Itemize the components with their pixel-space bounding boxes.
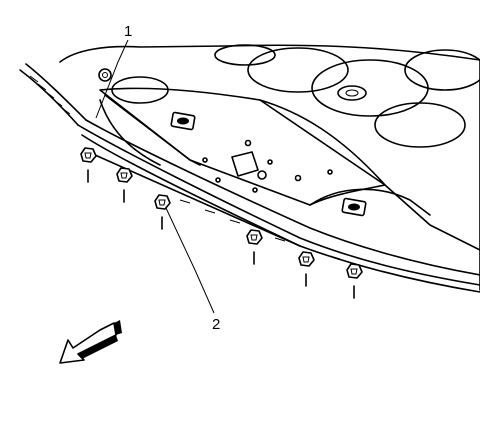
retainer-clip (298, 251, 315, 287)
front-arrow-icon (59, 320, 122, 364)
center-panel (99, 87, 386, 206)
callout-1: 1 (124, 23, 132, 40)
push-in-retainers (80, 147, 363, 299)
rear-panel-edge (19, 63, 480, 293)
callout-1-leader (95, 39, 129, 119)
slotted-tab-left (170, 111, 196, 131)
retainer-clip (246, 229, 263, 265)
retainer-clip (346, 263, 363, 299)
tire-well-rings (111, 44, 480, 148)
callout-2-leader (165, 207, 215, 314)
retainer-clip (80, 147, 97, 183)
retainer-clip (116, 167, 133, 203)
floor-crossmember (309, 188, 431, 216)
panel-top-edge (59, 44, 480, 63)
callout-2: 2 (212, 316, 220, 333)
retainer-clip (154, 194, 171, 230)
slotted-tab-right (341, 197, 367, 217)
molding-strip (94, 154, 341, 260)
